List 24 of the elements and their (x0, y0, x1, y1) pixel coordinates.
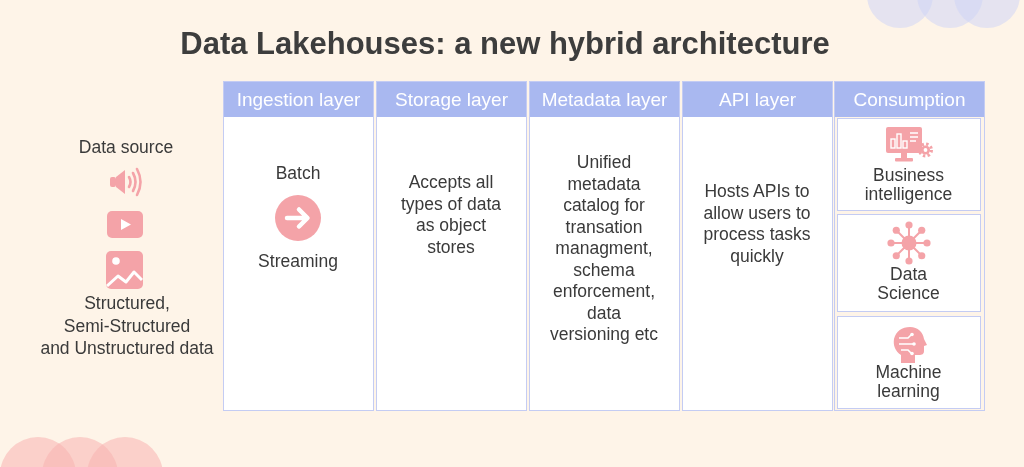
consumption-column (834, 81, 985, 411)
diagram-title: Data Lakehouses: a new hybrid architecture (179, 25, 831, 63)
layer-column (376, 81, 527, 411)
layer-header: Storage layer (377, 82, 526, 117)
layer-description: Accepts all types of data as object stores (399, 172, 503, 258)
mode-label: Streaming (257, 251, 339, 273)
consumption-box (837, 118, 981, 211)
layer-header: Ingestion layer (224, 82, 373, 117)
layer-header: API layer (683, 82, 832, 117)
consumption-label: Data Science (876, 265, 941, 303)
consumption-label: Business intelligence (863, 166, 954, 204)
mode-label: Batch (274, 163, 322, 185)
consumption-box (837, 316, 981, 409)
layer-column (223, 81, 374, 411)
source-heading: Data source (77, 137, 175, 158)
layer-column (682, 81, 833, 411)
consumption-label: Machine learning (874, 363, 943, 401)
layer-header: Metadata layer (530, 82, 679, 117)
consumption-box (837, 214, 981, 312)
layer-header: Consumption (835, 82, 984, 117)
source-description: Structured, Semi-Structured and Unstructured data (39, 292, 215, 360)
layer-column (529, 81, 680, 411)
layer-description: Hosts APIs to allow users to process tasks quickly (702, 181, 812, 267)
layer-description: Unified metadata catalog for transation managment, schema enforcement, data versioning etc (549, 152, 659, 346)
